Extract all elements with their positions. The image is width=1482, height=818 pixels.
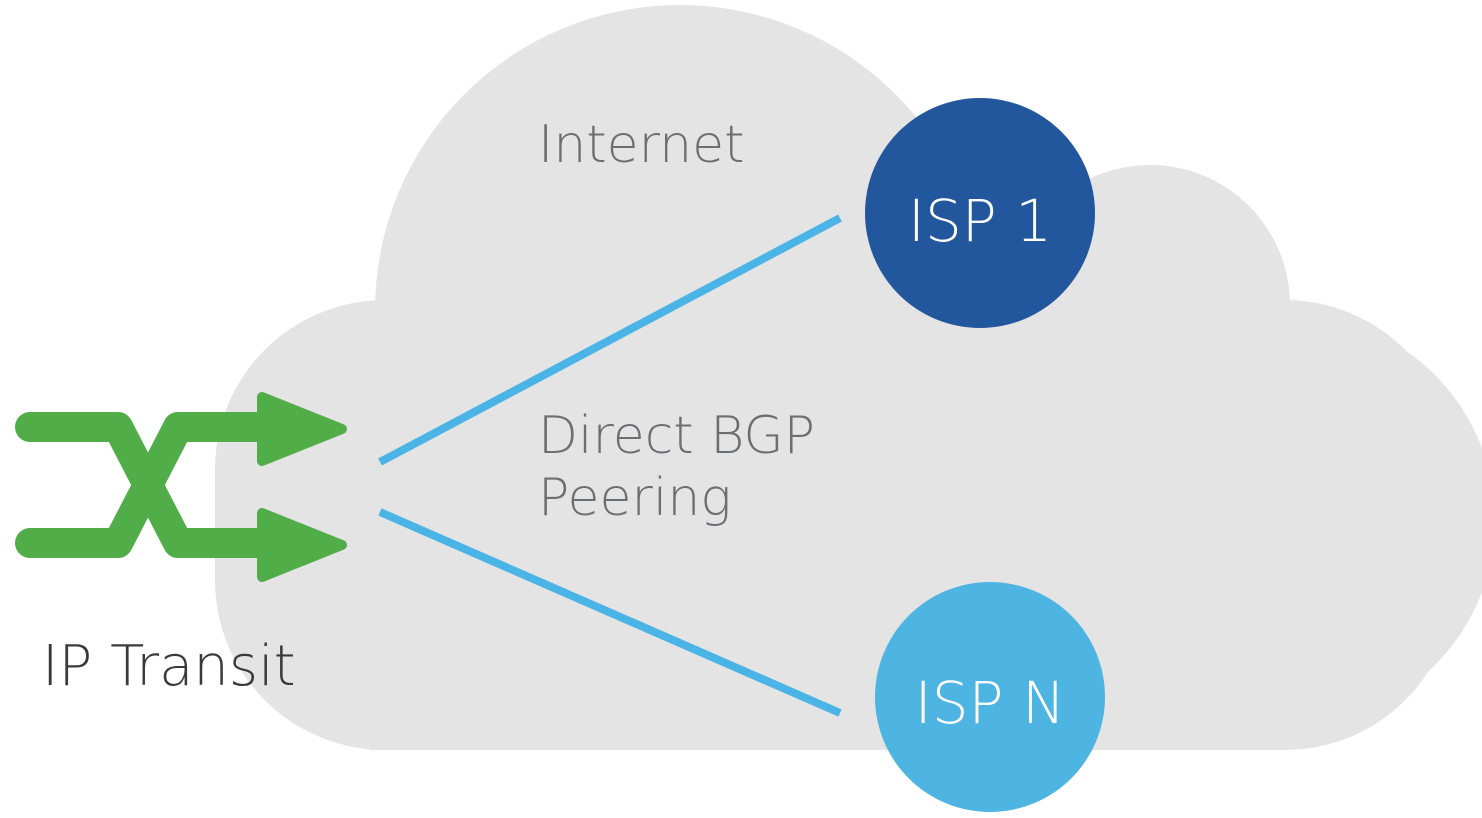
internet-cloud — [215, 5, 1482, 750]
peering-label-line1: Direct BGP — [538, 406, 815, 466]
isp-node-n-circle — [875, 582, 1105, 812]
peering-line-isp-1 — [378, 214, 842, 466]
isp-node-n-label: ISP N — [915, 669, 1066, 737]
isp-node-1-circle — [865, 98, 1095, 328]
isp-node-n: ISP N — [875, 582, 1105, 812]
shuffle-arrows-icon — [15, 412, 283, 558]
isp-node-1: ISP 1 — [865, 98, 1095, 328]
shuffle-arrow-heads — [257, 392, 347, 582]
peering-label-line2: Peering — [538, 468, 731, 528]
internet-label: Internet — [538, 115, 744, 175]
ip-transit-label: IP Transit — [42, 634, 296, 699]
peering-line-isp-n — [378, 508, 842, 717]
isp-node-1-label: ISP 1 — [908, 187, 1052, 255]
